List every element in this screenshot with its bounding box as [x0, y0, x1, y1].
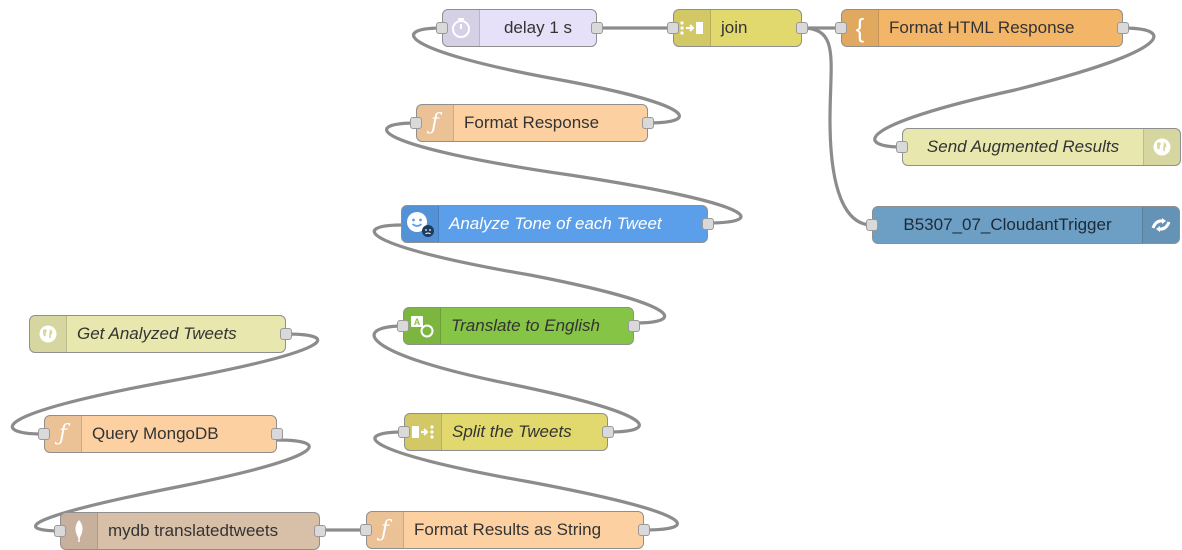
- node-get-analyzed-tweets[interactable]: Get Analyzed Tweets: [29, 315, 292, 353]
- node-label: mydb translatedtweets: [108, 521, 279, 540]
- join-icon: [674, 10, 711, 46]
- node-label: delay 1 s: [503, 18, 573, 37]
- input-port[interactable]: [398, 426, 410, 438]
- input-port[interactable]: [835, 22, 847, 34]
- input-port[interactable]: [436, 22, 448, 34]
- node-split-tweets[interactable]: Split the Tweets: [398, 413, 614, 451]
- node-label: B5307_07_CloudantTrigger: [903, 215, 1112, 234]
- node-label: join: [721, 18, 748, 37]
- input-port[interactable]: [360, 524, 372, 536]
- node-label: Get Analyzed Tweets: [77, 324, 237, 343]
- node-delay[interactable]: delay 1 s: [436, 9, 603, 47]
- template-icon: {: [842, 10, 879, 46]
- output-port[interactable]: [314, 525, 326, 537]
- node-label: Format Results as String: [414, 520, 602, 539]
- link-icon: [1142, 207, 1179, 243]
- output-port[interactable]: [280, 328, 292, 340]
- node-send-augmented-results[interactable]: Send Augmented Results: [896, 128, 1181, 166]
- output-port[interactable]: [642, 117, 654, 129]
- input-port[interactable]: [410, 117, 422, 129]
- input-port[interactable]: [866, 219, 878, 231]
- node-label: Query MongoDB: [92, 424, 219, 443]
- output-port[interactable]: [602, 426, 614, 438]
- node-label: Format HTML Response: [889, 18, 1075, 37]
- input-port[interactable]: [667, 22, 679, 34]
- output-port[interactable]: [796, 22, 808, 34]
- node-join[interactable]: join: [667, 9, 808, 47]
- node-label: Format Response: [464, 113, 600, 132]
- node-label: Translate to English: [451, 316, 600, 335]
- node-analyze-tone[interactable]: Analyze Tone of each Tweet: [401, 205, 714, 243]
- input-port[interactable]: [38, 428, 50, 440]
- function-icon: ƒ: [367, 512, 404, 548]
- tone-analyzer-icon: [402, 206, 439, 242]
- node-label: Send Augmented Results: [926, 137, 1120, 156]
- node-label: Split the Tweets: [452, 422, 572, 441]
- svg-text:A: A: [414, 317, 421, 327]
- node-mydb-translatedtweets[interactable]: mydb translatedtweets: [54, 512, 326, 550]
- split-icon: [405, 414, 442, 450]
- output-port[interactable]: [1117, 22, 1129, 34]
- node-cloudant-trigger[interactable]: B5307_07_CloudantTrigger: [866, 206, 1180, 244]
- output-port[interactable]: [638, 524, 650, 536]
- wire-join-to-cloudant: [801, 26, 873, 227]
- output-port[interactable]: [271, 428, 283, 440]
- node-query-mongodb[interactable]: ƒ Query MongoDB: [38, 415, 283, 453]
- timer-icon: [443, 10, 480, 46]
- input-port[interactable]: [54, 525, 66, 537]
- function-icon: ƒ: [45, 416, 82, 452]
- mongodb-leaf-icon: [61, 513, 98, 549]
- input-port[interactable]: [896, 141, 908, 153]
- function-icon: ƒ: [417, 105, 454, 141]
- globe-icon: [1143, 129, 1180, 165]
- output-port[interactable]: [628, 320, 640, 332]
- node-format-results[interactable]: ƒ Format Results as String: [360, 511, 650, 549]
- node-format-html-response[interactable]: { Format HTML Response: [835, 9, 1129, 47]
- node-label: Analyze Tone of each Tweet: [449, 214, 662, 233]
- translate-icon: A: [404, 308, 441, 344]
- output-port[interactable]: [702, 218, 714, 230]
- node-translate[interactable]: A Translate to English: [397, 307, 640, 345]
- globe-icon: [30, 316, 67, 352]
- node-format-response[interactable]: ƒ Format Response: [410, 104, 654, 142]
- output-port[interactable]: [591, 22, 603, 34]
- input-port[interactable]: [397, 320, 409, 332]
